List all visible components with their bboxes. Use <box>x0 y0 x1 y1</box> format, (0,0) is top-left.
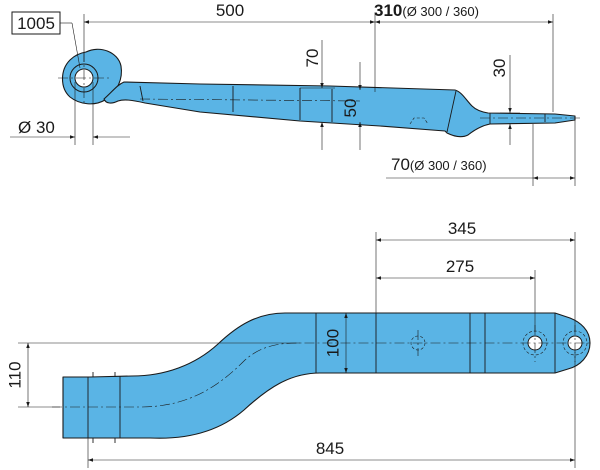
dim-310-note: (Ø 300 / 360) <box>402 4 479 19</box>
dim-110: 110 <box>5 361 24 388</box>
dim-70: 70 <box>303 49 322 68</box>
dim-845: 845 <box>316 439 344 458</box>
dim-500: 500 <box>216 1 244 20</box>
dim-eye-diameter: Ø 30 <box>18 118 55 137</box>
dim-345: 345 <box>448 219 476 238</box>
dim-70-horizontal-label: 70(Ø 300 / 360) <box>391 155 487 174</box>
part-label: 1005 <box>17 14 55 33</box>
dim-70-horizontal-note: (Ø 300 / 360) <box>410 158 487 173</box>
dim-50: 50 <box>341 99 360 118</box>
spring-leaf-plan <box>62 312 591 439</box>
side-view: 500 310(Ø 300 / 360) 1005 Ø 30 70 50 30 <box>10 1 580 186</box>
dim-30: 30 <box>490 59 509 78</box>
dim-310-label: 310(Ø 300 / 360) <box>374 1 479 20</box>
dim-100: 100 <box>323 329 342 357</box>
plan-view: 345 275 100 110 845 <box>5 219 591 468</box>
dim-310: 310 <box>374 1 402 20</box>
spring-leaf <box>103 81 576 138</box>
dim-275: 275 <box>446 257 474 276</box>
dim-70-horizontal: 70 <box>391 155 410 174</box>
